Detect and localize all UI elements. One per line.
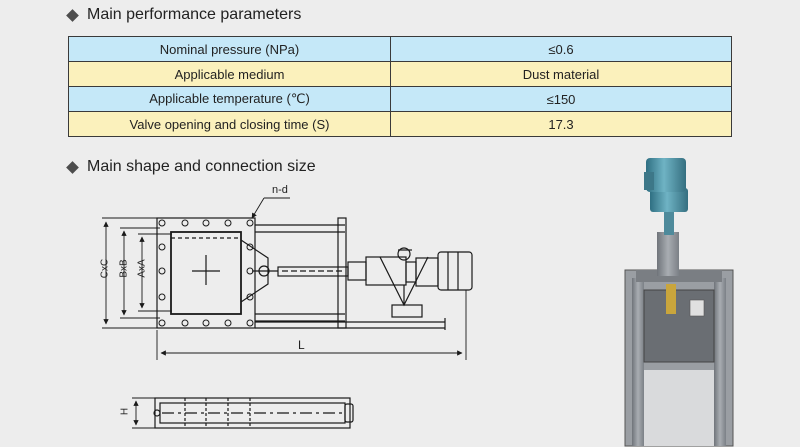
param-value: 17.3 <box>390 111 732 137</box>
label-cxc: CxC <box>99 258 111 279</box>
param-label: Applicable medium <box>68 61 391 87</box>
shape-section-title: Main shape and connection size <box>66 155 316 179</box>
param-label: Valve opening and closing time (S) <box>68 111 391 137</box>
label-height: H <box>119 407 131 416</box>
table-row: Valve opening and closing time (S) 17.3 <box>68 111 732 137</box>
valve-flange-plate <box>156 217 256 329</box>
guide-rails <box>255 217 446 330</box>
table-row: Applicable medium Dust material <box>68 61 732 87</box>
label-axa: AxA <box>136 259 148 278</box>
valve-photo <box>624 158 734 447</box>
param-value: ≤150 <box>390 86 732 112</box>
label-bxb: BxB <box>118 259 130 278</box>
param-label: Applicable temperature (℃) <box>68 86 391 112</box>
table-row: Applicable temperature (℃) ≤150 <box>68 86 732 112</box>
gate-wedge <box>240 239 278 303</box>
param-value: ≤0.6 <box>390 36 732 62</box>
performance-title-text: Main performance parameters <box>87 6 302 23</box>
performance-section-title: Main performance parameters <box>66 3 301 27</box>
table-row: Nominal pressure (NPa) ≤0.6 <box>68 36 732 62</box>
label-length: L <box>298 338 305 352</box>
actuator-motor <box>405 251 473 291</box>
performance-table: Nominal pressure (NPa) ≤0.6 Applicable m… <box>68 36 732 137</box>
shape-title-text: Main shape and connection size <box>87 158 316 175</box>
screw-rod <box>277 247 429 318</box>
bottom-view <box>153 397 354 429</box>
dimension-lines <box>102 197 467 429</box>
bolt-holes <box>158 219 254 327</box>
label-nd: n-d <box>272 184 288 196</box>
